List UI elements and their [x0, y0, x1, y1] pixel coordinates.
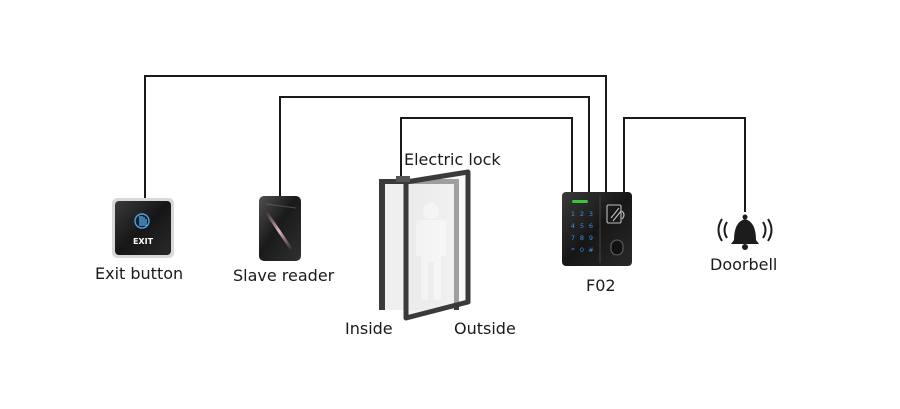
f02-label: F02	[586, 276, 616, 295]
slave-reader-label: Slave reader	[233, 266, 335, 285]
keypad-key: 5	[580, 222, 584, 230]
wire-exit-button	[144, 75, 607, 198]
outside-label: Outside	[454, 319, 516, 338]
door-leaf	[406, 172, 468, 318]
keypad-key: *	[571, 246, 575, 254]
exit-button-device: EXIT	[112, 198, 174, 258]
hand-touch-icon	[134, 213, 150, 229]
door-assembly	[379, 169, 471, 321]
doorbell-label: Doorbell	[710, 255, 778, 274]
bell-ringing-icon	[717, 214, 773, 250]
electric-lock-block	[396, 176, 410, 182]
keypad-key: 6	[589, 222, 593, 230]
keypad-key: 1	[571, 210, 575, 218]
wire-slave-reader	[279, 96, 590, 196]
exit-button-face-text: EXIT	[133, 237, 154, 246]
keypad-key: 8	[580, 234, 584, 242]
slave-reader-device	[259, 196, 301, 261]
card-reader-icon	[606, 204, 625, 224]
keypad-key: 7	[571, 234, 575, 242]
keypad-key: 4	[571, 222, 575, 230]
wire-doorbell	[623, 117, 746, 212]
inside-label: Inside	[345, 319, 393, 338]
keypad-key: 3	[589, 210, 593, 218]
keypad-key: 0	[580, 246, 584, 254]
keypad-key: 9	[589, 234, 593, 242]
fingerprint-sensor	[610, 239, 624, 256]
status-led	[572, 200, 588, 203]
exit-button-label: Exit button	[95, 264, 184, 283]
keypad-key: #	[588, 246, 593, 254]
wire-electric-lock	[400, 117, 573, 192]
keypad-key: 2	[580, 210, 584, 218]
wires	[144, 75, 746, 212]
electric-lock-label: Electric lock	[404, 150, 501, 169]
door-frame	[379, 179, 385, 310]
